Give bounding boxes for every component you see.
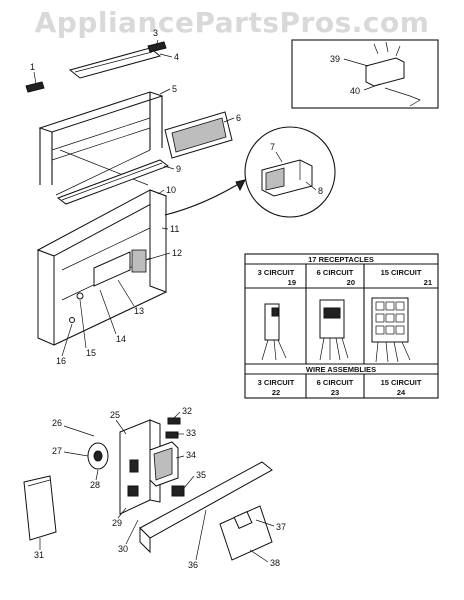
callout-37: 37 [276, 522, 286, 532]
watermark: AppliancePartsPros.com [34, 6, 430, 39]
callout-9: 9 [176, 164, 181, 174]
small-plate [23, 475, 57, 541]
top-trim-strip [68, 47, 162, 79]
wire-number-2: 23 [331, 388, 339, 397]
end-cap-right [147, 41, 167, 53]
callout-33: 33 [186, 428, 196, 438]
callout-36: 36 [188, 560, 198, 570]
callout-6: 6 [236, 113, 241, 123]
receptacle-label-3: 15 CIRCUIT [381, 268, 422, 277]
receptacle-number-1: 19 [288, 278, 296, 287]
callout-38: 38 [270, 558, 280, 568]
receptacles-header: 17 RECEPTACLES [308, 255, 374, 264]
lower-housing [36, 189, 168, 346]
detail-circle-connector [244, 126, 336, 218]
callouts: 1 3 4 5 6 7 8 9 10 11 12 13 14 15 16 25 … [30, 28, 381, 570]
receptacle-15-circuit-icon [371, 297, 411, 363]
callout-40: 40 [350, 86, 360, 96]
wire-label-3: 15 CIRCUIT [381, 378, 422, 387]
callout-28: 28 [90, 480, 100, 490]
receptacle-3-circuit-icon [261, 303, 287, 361]
callout-29: 29 [112, 518, 122, 528]
receptacle-label-2: 6 CIRCUIT [317, 268, 354, 277]
switch-module [149, 441, 179, 487]
wire-number-3: 24 [397, 388, 406, 397]
front-panel-long [139, 461, 273, 554]
callout-8: 8 [318, 186, 323, 196]
callout-39: 39 [330, 54, 340, 64]
filter-panel [164, 111, 233, 159]
callout-14: 14 [116, 334, 126, 344]
callout-32: 32 [182, 406, 192, 416]
wire-number-1: 22 [272, 388, 280, 397]
cover-plate [219, 505, 273, 561]
callout-34: 34 [186, 450, 196, 460]
callout-25: 25 [110, 410, 120, 420]
callout-4: 4 [174, 52, 179, 62]
callout-11: 11 [170, 224, 179, 234]
receptacle-6-circuit-icon [319, 299, 349, 361]
blower-bracket [56, 159, 170, 205]
wire-label-1: 3 CIRCUIT [258, 378, 295, 387]
callout-3: 3 [153, 28, 158, 38]
callout-12: 12 [172, 248, 182, 258]
callout-13: 13 [134, 306, 144, 316]
parts-table: 17 RECEPTACLES 3 CIRCUIT 19 6 CIRCUIT 20… [244, 253, 439, 399]
callout-31: 31 [34, 550, 44, 560]
callout-30: 30 [118, 544, 128, 554]
inset-box-fuse [291, 39, 439, 109]
detail-arrow [164, 179, 246, 216]
hood-frame [38, 91, 164, 196]
callout-35: 35 [196, 470, 206, 480]
screws [165, 417, 185, 497]
callout-15: 15 [86, 348, 96, 358]
receptacle-number-2: 20 [347, 278, 355, 287]
receptacle-number-3: 21 [424, 278, 432, 287]
callout-5: 5 [172, 84, 177, 94]
callout-16: 16 [56, 356, 66, 366]
callout-1: 1 [30, 62, 35, 72]
knob [87, 442, 109, 470]
callout-27: 27 [52, 446, 62, 456]
callout-10: 10 [166, 185, 176, 195]
wires-header: WIRE ASSEMBLIES [306, 365, 376, 374]
wire-label-2: 6 CIRCUIT [317, 378, 354, 387]
callout-26: 26 [52, 418, 62, 428]
end-cap-left [25, 81, 45, 93]
callout-7: 7 [270, 142, 275, 152]
receptacle-label-1: 3 CIRCUIT [258, 268, 295, 277]
